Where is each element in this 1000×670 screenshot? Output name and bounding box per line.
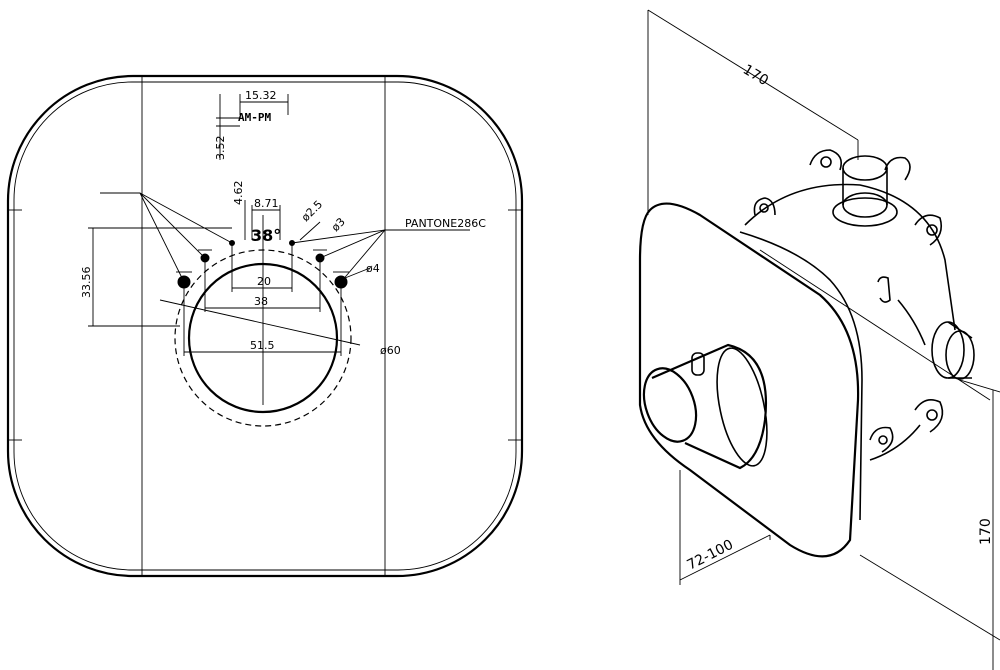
leader xyxy=(139,192,206,259)
iso-lug-hole xyxy=(926,224,938,236)
isometric-view: 170 170 72-100 xyxy=(638,9,1000,670)
iso-range-dim: 72-100 xyxy=(685,537,736,574)
iso-lug-hole xyxy=(820,156,832,168)
iso-height-dim: 170 xyxy=(978,518,994,545)
dim-line-range xyxy=(679,534,771,581)
iso-knob-back xyxy=(716,347,768,467)
iso-lug xyxy=(809,149,843,171)
iso-plate-edge xyxy=(739,231,863,521)
iso-depth-dim: 170 xyxy=(740,62,771,89)
iso-lug xyxy=(753,197,776,216)
plate-outline xyxy=(6,74,524,578)
diameter-leader xyxy=(159,299,361,346)
dim-ext xyxy=(959,379,1000,393)
iso-top-inlet xyxy=(842,155,888,181)
dim-38: 38 xyxy=(254,295,268,308)
dim-3-52: 3.52 xyxy=(214,136,227,161)
iso-centerline xyxy=(759,249,991,401)
dim-51-5: 51.5 xyxy=(250,339,275,352)
pantone-label: PANTONE286C xyxy=(405,217,486,230)
am-pm-marking: AM-PM xyxy=(238,111,271,124)
iso-lug-hole xyxy=(878,435,888,445)
front-view: 15.32 AM-PM 3.52 4.62 8.71 33.56 20 38 5… xyxy=(6,74,524,578)
leader xyxy=(319,229,386,259)
dia-2-5: ø2.5 xyxy=(299,198,325,224)
iso-outlet-side xyxy=(947,321,973,339)
dia-60: ø60 xyxy=(380,344,401,357)
angle-label: 38° xyxy=(251,226,281,245)
iso-side-outlet xyxy=(945,330,975,380)
dim-20: 20 xyxy=(257,275,271,288)
plate-inner-outline xyxy=(13,81,517,571)
iso-top-inlet-base xyxy=(842,192,888,218)
leader xyxy=(344,267,371,279)
leader xyxy=(299,221,321,241)
iso-knob-indicator xyxy=(691,352,705,376)
leader xyxy=(139,192,233,244)
dia-4: ø4 xyxy=(366,262,380,275)
iso-top-flange xyxy=(832,197,898,227)
dim-4-62: 4.62 xyxy=(232,181,245,206)
dim-15-32: 15.32 xyxy=(245,89,277,102)
iso-plate xyxy=(638,202,860,558)
dim-ext xyxy=(859,554,1000,641)
leader xyxy=(139,192,185,283)
iso-knob-face xyxy=(642,367,698,443)
iso-body-line xyxy=(869,424,921,461)
iso-lug-hole xyxy=(759,203,769,213)
dia-3: ø3 xyxy=(329,215,348,234)
iso-lug xyxy=(914,214,943,246)
iso-lug xyxy=(884,156,911,181)
iso-lug xyxy=(914,399,944,433)
iso-body-line xyxy=(897,299,926,346)
leader xyxy=(340,229,386,283)
iso-port xyxy=(877,276,891,303)
leader xyxy=(291,229,386,244)
dim-line-depth xyxy=(647,9,859,141)
dim-8-71: 8.71 xyxy=(254,197,279,210)
iso-lug-hole xyxy=(926,409,938,421)
dim-33-56: 33.56 xyxy=(80,267,93,299)
iso-lug xyxy=(869,426,894,453)
